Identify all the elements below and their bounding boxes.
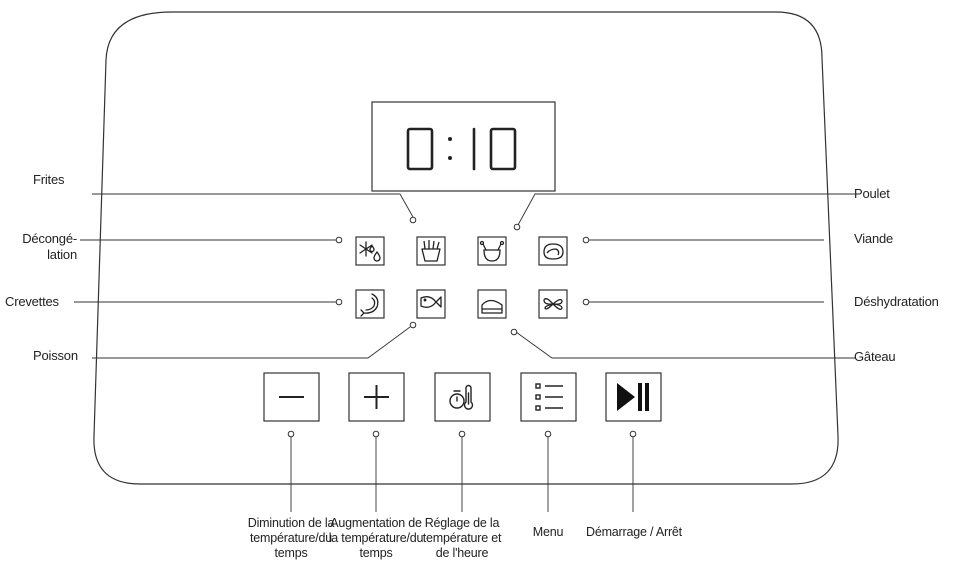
time-display xyxy=(371,101,556,192)
leader-frites xyxy=(92,193,414,218)
steak-icon xyxy=(543,243,564,260)
label-decongelation-line1: Décongé- xyxy=(22,231,77,246)
label-minus-line3: temps xyxy=(274,546,308,560)
shrimp-icon xyxy=(360,293,379,317)
fan-icon xyxy=(543,298,563,310)
fries-button[interactable] xyxy=(416,236,446,266)
fish-icon xyxy=(420,296,442,308)
play-pause-icon xyxy=(617,383,649,411)
panel-outline xyxy=(93,11,839,485)
label-decongelation: Décongé- lation xyxy=(0,231,77,263)
defrost-button[interactable] xyxy=(355,236,385,266)
label-start-stop: Démarrage / Arrêt xyxy=(586,525,682,539)
menu-button[interactable] xyxy=(520,372,577,422)
label-plus-line2: la température/du xyxy=(328,531,424,545)
temp-time-button[interactable] xyxy=(434,372,491,422)
label-poisson: Poisson xyxy=(33,348,78,363)
leader-gateau xyxy=(515,331,855,359)
label-temp-time-line2: température et xyxy=(422,531,502,545)
timer-thermometer-icon xyxy=(449,384,474,410)
label-temp-time-line1: Réglage de la xyxy=(424,516,500,530)
label-minus-line2: température/du xyxy=(250,531,332,545)
fish-button[interactable] xyxy=(416,289,446,319)
label-decongelation-line2: lation xyxy=(47,247,77,262)
snowflake-drop-icon xyxy=(359,241,381,262)
label-frites: Frites xyxy=(33,172,65,187)
leader-lines xyxy=(74,193,855,512)
label-crevettes: Crevettes xyxy=(5,294,59,309)
label-minus: Diminution de la température/du temps xyxy=(221,516,361,561)
meat-button[interactable] xyxy=(538,236,568,266)
label-minus-line1: Diminution de la xyxy=(247,516,335,530)
chicken-button[interactable] xyxy=(477,236,507,266)
cake-button[interactable] xyxy=(477,289,507,319)
menu-list-icon xyxy=(535,383,563,411)
label-menu: Menu xyxy=(532,525,564,539)
label-poulet: Poulet xyxy=(854,186,890,201)
label-plus-line1: Augmentation de xyxy=(330,516,422,530)
dehydrate-button[interactable] xyxy=(538,289,568,319)
shrimp-button[interactable] xyxy=(355,289,385,319)
plus-button[interactable] xyxy=(348,372,405,422)
label-temp-time: Réglage de la température et de l'heure xyxy=(398,516,526,561)
label-viande: Viande xyxy=(854,231,894,246)
start-stop-button[interactable] xyxy=(605,372,662,422)
indicator-dots xyxy=(287,216,637,438)
label-plus: Augmentation de la température/du temps xyxy=(304,516,448,561)
leader-poisson xyxy=(92,326,411,359)
plus-icon xyxy=(364,385,389,409)
label-temp-time-line3: de l'heure xyxy=(435,546,489,560)
label-deshydratation: Déshydratation xyxy=(854,294,939,309)
label-gateau: Gâteau xyxy=(854,349,896,364)
chicken-leg-icon xyxy=(479,240,505,262)
cake-slice-icon xyxy=(481,299,503,314)
minus-button[interactable] xyxy=(263,372,320,422)
fries-icon xyxy=(421,240,441,262)
leader-poulet xyxy=(517,193,855,226)
label-plus-line3: temps xyxy=(359,546,393,560)
